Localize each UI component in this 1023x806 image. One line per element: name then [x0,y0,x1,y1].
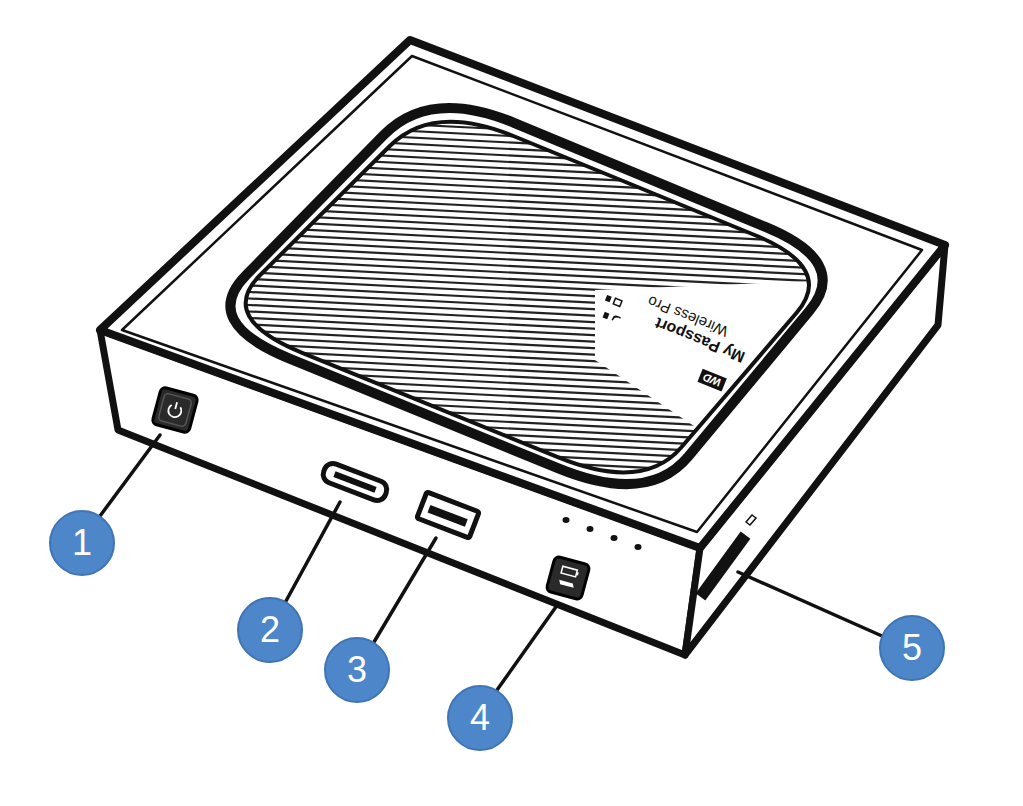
grille-line [190,107,870,141]
callout-number: 1 [50,511,114,575]
grille-line [190,536,870,570]
grille-line [190,88,870,122]
grille-border [246,122,809,473]
top-bevel [122,56,922,532]
grille-line [190,81,870,115]
grille-line [190,497,870,531]
grille-line [190,439,870,473]
callout-number: 5 [880,616,944,680]
usb-port [417,492,479,538]
grille-line [190,504,870,538]
callout-number: 4 [448,686,512,750]
grille-line [190,471,870,505]
grille-line [190,55,870,89]
status-icon [605,295,622,307]
wifi-icon [603,311,621,323]
grille-line [190,426,870,460]
grille-line [190,510,870,544]
battery-leds [563,517,642,550]
grille-line [190,543,870,577]
sd-icon [746,515,756,525]
sd-slot [704,540,742,592]
top-face [100,40,945,548]
brand-logo: WD [697,369,727,392]
power-button [152,387,199,434]
grille-line [190,484,870,518]
grille-line [190,75,870,109]
grille-line [190,452,870,486]
grille-line [190,101,870,135]
leader-lines [100,435,882,690]
callout-number: 3 [325,638,389,702]
grille-lines [190,55,870,577]
grille-line [190,478,870,512]
battery-sd-button [546,556,590,600]
callout-circles [50,511,944,750]
grille-line [190,465,870,499]
grille-line [190,68,870,102]
grille-line [190,458,870,492]
callout-number: 2 [238,598,302,662]
grille-line [190,530,870,564]
grille-line [190,94,870,128]
grille-line [190,517,870,551]
grille-line [190,445,870,479]
usb3-port [321,461,390,503]
grille-line [190,523,870,557]
grille-line [190,491,870,525]
grille-line [190,432,870,466]
grille-line [190,62,870,96]
